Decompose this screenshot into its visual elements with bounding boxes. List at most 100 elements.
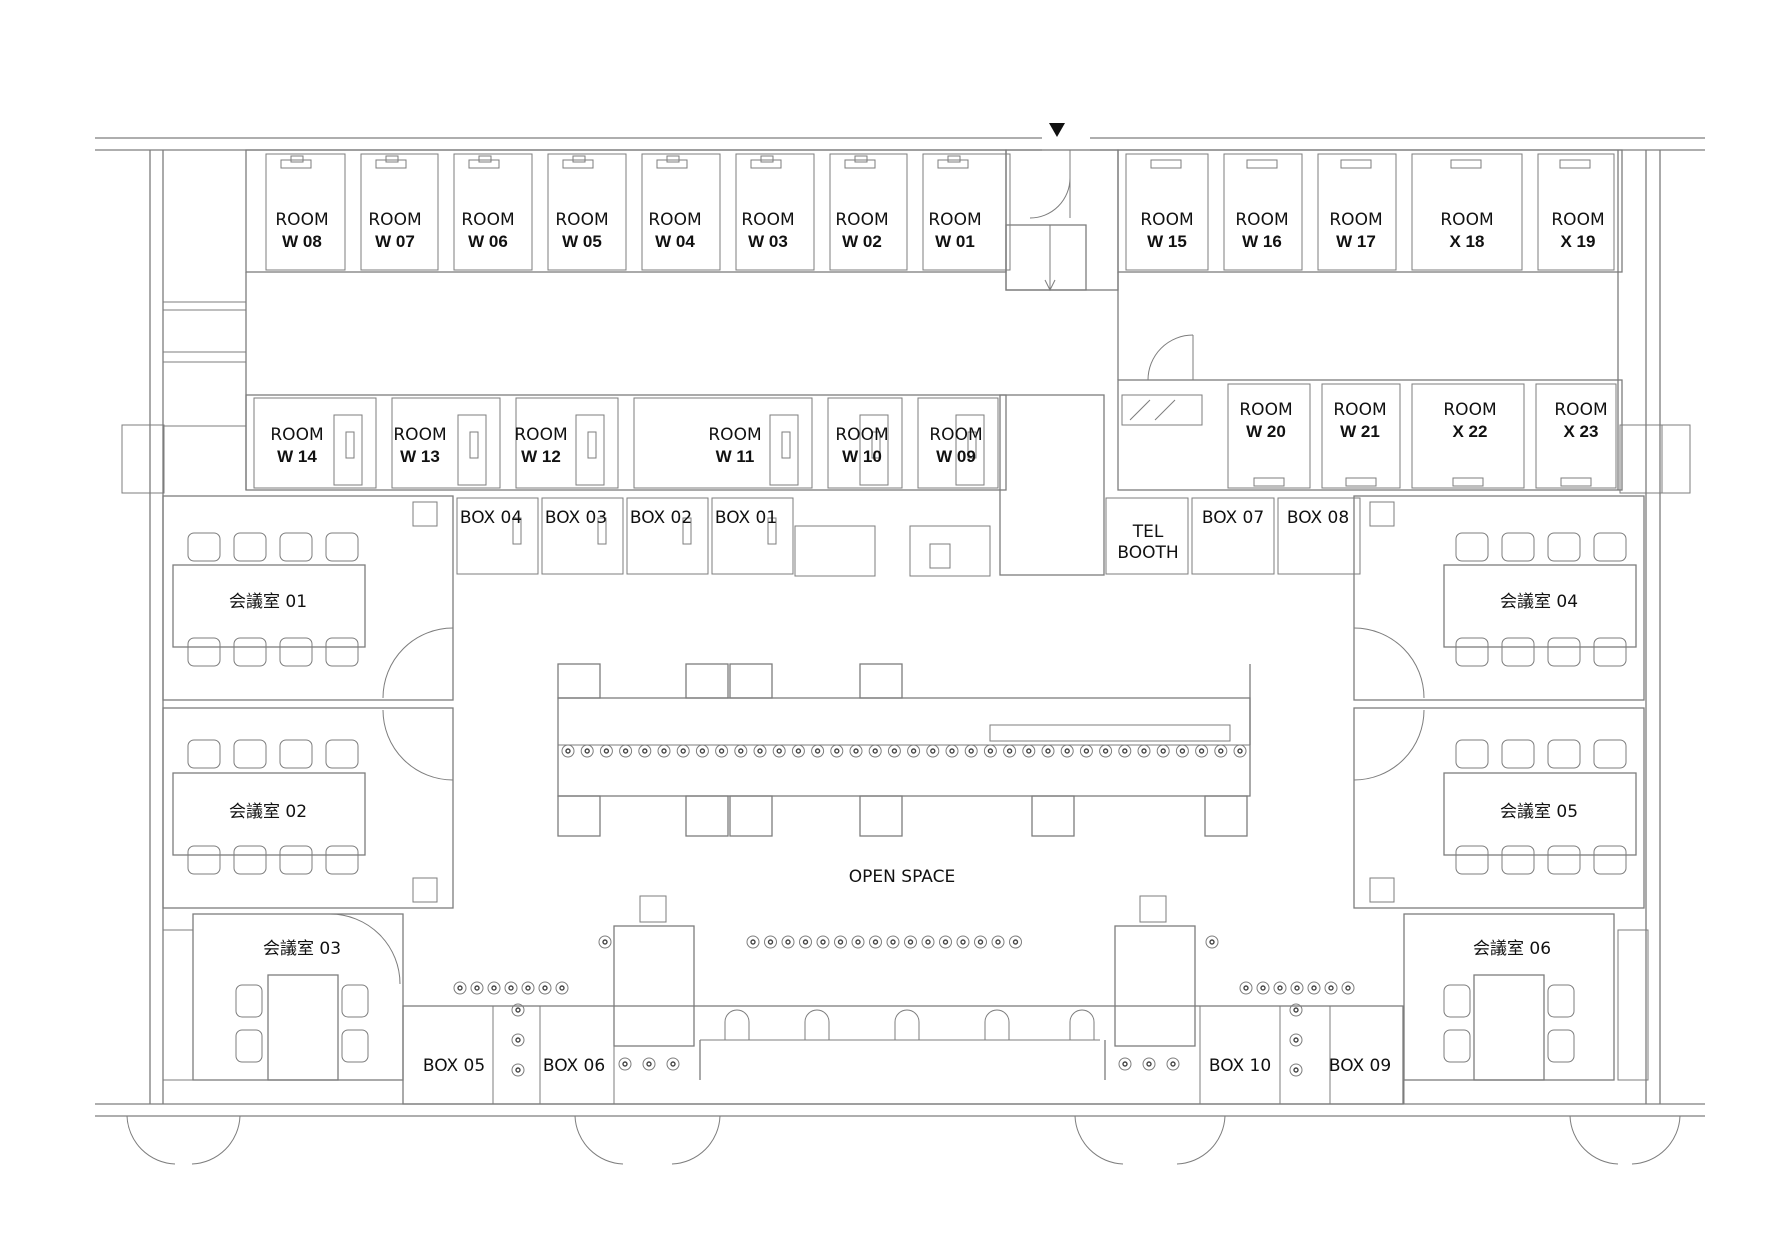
room-cell — [1411, 153, 1523, 271]
room-number: W 08 — [282, 232, 322, 251]
plant-icon — [1083, 748, 1090, 754]
plant-icon — [657, 744, 671, 758]
plant-icon — [811, 744, 825, 758]
meeting-room-label: 会議室 02 — [229, 802, 307, 822]
plant-icon — [1166, 1057, 1180, 1071]
room-label: ROOM — [648, 210, 701, 230]
door-frame — [333, 414, 363, 486]
box-cell — [1329, 1005, 1405, 1105]
plant-icon — [474, 985, 480, 991]
plant-icon — [1118, 744, 1132, 758]
room-label: ROOM — [708, 425, 761, 445]
room-number: W 12 — [521, 447, 561, 466]
room-number: W 01 — [935, 232, 975, 251]
room-cell — [922, 153, 1011, 271]
room-cell — [360, 153, 439, 271]
meeting-room-label: 会議室 03 — [263, 939, 341, 959]
plant-icon — [746, 935, 760, 949]
plant-icon — [816, 935, 830, 949]
open-space-label: OPEN SPACE — [849, 867, 955, 887]
chair-icon — [1501, 532, 1535, 562]
plant-icon — [715, 744, 729, 758]
box-label: BOX 07 — [1202, 508, 1264, 528]
open-space-desk-cluster — [557, 663, 1251, 837]
plant-icon — [622, 748, 629, 754]
meeting-room-label: 会議室 06 — [1473, 939, 1551, 959]
chair-icon — [1547, 1029, 1575, 1063]
chair-icon — [290, 155, 304, 163]
room-label: ROOM — [270, 425, 323, 445]
meeting-table — [1443, 564, 1637, 648]
plant-icon — [1156, 744, 1170, 758]
box-label: BOX 01 — [715, 508, 777, 528]
room-number: W 05 — [562, 232, 602, 251]
plant-icon — [1345, 985, 1351, 991]
plant-icon — [1179, 748, 1186, 754]
box-cell — [1191, 497, 1275, 575]
plant-icon — [945, 744, 959, 758]
plant-icon — [1079, 744, 1093, 758]
chair-icon — [341, 1029, 369, 1063]
plant-icon — [837, 939, 844, 945]
room-number: W 04 — [655, 232, 695, 251]
plant-icon — [1122, 748, 1128, 754]
plant-icon — [695, 744, 709, 758]
chair-icon — [947, 155, 961, 163]
entrance-arrow-icon — [1049, 123, 1065, 137]
room-cell — [917, 397, 999, 489]
plant-icon — [1294, 985, 1300, 991]
plant-icon — [559, 985, 565, 991]
plant-icon — [1003, 744, 1017, 758]
plant-icon — [764, 935, 777, 949]
plant-icon — [1328, 985, 1334, 991]
room-number: W 20 — [1246, 422, 1286, 441]
plant-icon — [580, 744, 594, 758]
plant-icon — [542, 985, 548, 991]
plant-icon — [1289, 1003, 1303, 1017]
plant-icon — [872, 748, 878, 754]
plant-icon — [1289, 1063, 1303, 1077]
plant-icon — [1118, 1057, 1132, 1071]
storage — [909, 525, 991, 577]
box-cell — [456, 497, 539, 575]
room-label: ROOM — [1235, 210, 1288, 230]
room-number: W 13 — [400, 447, 440, 466]
plant-icon — [1277, 985, 1283, 991]
chair-icon — [233, 637, 267, 667]
plant-icon — [1041, 744, 1055, 758]
meeting-table — [172, 564, 366, 648]
plant-icon — [521, 981, 535, 995]
chair-icon — [587, 431, 597, 459]
plant-icon — [670, 1061, 676, 1067]
plant-icon — [853, 748, 859, 754]
box-label: BOX 09 — [1329, 1056, 1391, 1076]
plant-icon — [987, 748, 994, 754]
plant-icon — [1006, 748, 1013, 754]
chair-icon — [597, 517, 607, 545]
plant-icon — [1205, 935, 1219, 949]
plant-icon — [977, 939, 984, 945]
plant-icon — [619, 744, 633, 758]
plant-icon — [598, 935, 612, 949]
plant-icon — [930, 748, 936, 754]
plant-icon — [638, 744, 652, 758]
meeting-room-label: 会議室 05 — [1500, 802, 1578, 822]
chair-icon — [871, 431, 881, 459]
storage — [794, 525, 876, 577]
room-number: X 22 — [1453, 422, 1488, 441]
room-cell — [1321, 383, 1401, 489]
box-label: BOX 04 — [460, 508, 522, 528]
desk — [1340, 159, 1372, 169]
room-number: X 19 — [1561, 232, 1596, 251]
plant-icon — [1198, 748, 1205, 754]
plant-icon — [1289, 1033, 1303, 1047]
plant-icon — [1170, 1061, 1176, 1067]
meeting-table — [1473, 974, 1545, 1081]
box-label: BOX 05 — [423, 1056, 485, 1076]
chair-icon — [767, 517, 777, 545]
plant-icon — [781, 935, 795, 949]
box-cell — [1199, 1005, 1281, 1105]
plant-icon — [820, 939, 826, 945]
room-label: ROOM — [1140, 210, 1193, 230]
